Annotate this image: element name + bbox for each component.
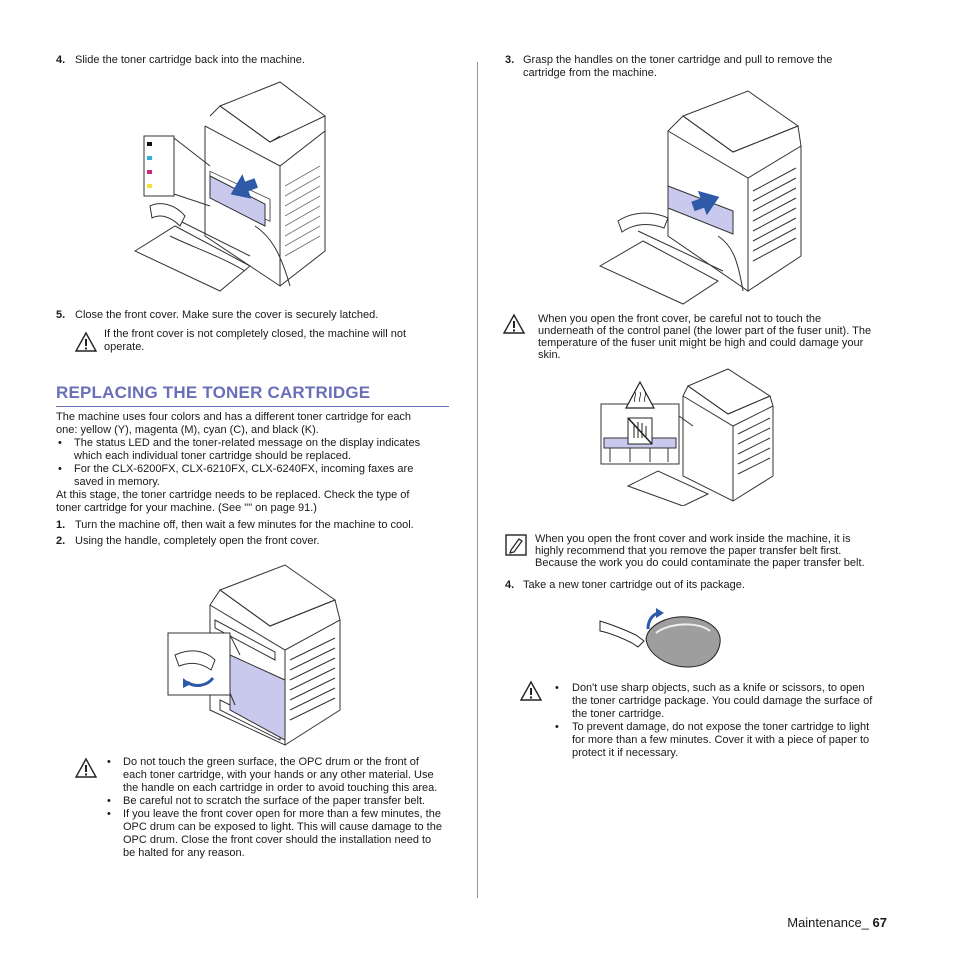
step-text: cartridge from the machine. [523, 67, 657, 79]
caution-icon [75, 757, 97, 778]
body-text: toner cartridge for your machine. (See "… [56, 502, 317, 514]
bullet-text: The status LED and the toner-related mes… [74, 437, 421, 449]
body-text: At this stage, the toner cartridge needs… [56, 489, 410, 501]
page-number: 67 [872, 915, 887, 930]
bullet: • [555, 721, 559, 733]
caution-text: the toner cartridge package. You could d… [572, 695, 873, 707]
bullet: • [107, 795, 111, 807]
bullet: • [107, 808, 111, 820]
caution-text: underneath of the control panel (the low… [538, 325, 872, 337]
bullet: • [555, 682, 559, 694]
caution-text: If the front cover is not completely clo… [104, 328, 407, 340]
caution-icon [503, 313, 525, 334]
caution-icon [75, 331, 97, 352]
caution-text: OPC drum can be exposed to light. This w… [123, 821, 442, 833]
step-text: Turn the machine off, then wait a few mi… [75, 519, 414, 531]
caution-text: Be careful not to scratch the surface of… [123, 795, 426, 807]
insert-cartridge-illustration [133, 81, 326, 292]
bullet: • [107, 756, 111, 768]
bullet: • [58, 463, 62, 475]
step-number: 3. [505, 54, 515, 66]
intro-text: one: yellow (Y), magenta (M), cyan (C), … [56, 424, 319, 436]
section-heading: REPLACING THE TONER CARTRIDGE [56, 383, 371, 402]
heading-rule [56, 406, 449, 407]
caution-text: for more than a few minutes. Cover it wi… [572, 734, 870, 746]
caution-text: the toner cartridge. [572, 708, 665, 720]
note-text: highly recommend that you remove the pap… [535, 545, 842, 557]
caution-text: Don't use sharp objects, such as a knife… [572, 682, 865, 694]
step-text: Grasp the handles on the toner cartridge… [523, 54, 833, 66]
step-number: 5. [56, 309, 66, 321]
caution-text: When you open the front cover, be carefu… [538, 313, 822, 325]
step-number: 1. [56, 519, 66, 531]
open-cover-illustration [167, 564, 341, 746]
caution-text: To prevent damage, do not expose the ton… [572, 721, 870, 733]
caution-text: operate. [104, 341, 145, 353]
caution-text: temperature of the fuser unit might be h… [538, 337, 864, 349]
caution-text: each toner cartridge, with your hands or… [123, 769, 434, 781]
column-divider [477, 62, 478, 898]
step-text: Take a new toner cartridge out of its pa… [523, 579, 745, 591]
bullet-text: which each individual toner cartridge sh… [74, 450, 352, 462]
step-number: 4. [505, 579, 515, 591]
caution-text: skin. [538, 349, 561, 361]
caution-text: the handle on each cartridge in order to… [123, 782, 438, 794]
caution-text: OPC drum. Close the front cover should t… [123, 834, 432, 846]
page-footer: Maintenance_ 67 [787, 915, 887, 930]
bullet-text: For the CLX-6200FX, CLX-6210FX, CLX-6240… [74, 463, 414, 475]
intro-text: The machine uses four colors and has a d… [56, 411, 412, 423]
caution-text: Do not touch the green surface, the OPC … [123, 756, 419, 768]
step-text: Using the handle, completely open the fr… [75, 535, 320, 547]
bullet: • [58, 437, 62, 449]
caution-text: protect it if necessary. [572, 747, 679, 759]
step-text: Close the front cover. Make sure the cov… [75, 309, 379, 321]
step-number: 4. [56, 54, 66, 66]
note-text: Because the work you do could contaminat… [535, 557, 865, 569]
step-number: 2. [56, 535, 66, 547]
caution-text: be halted for any reason. [123, 847, 245, 859]
note-icon [505, 534, 527, 556]
caution-text: If you leave the front cover open for mo… [123, 808, 441, 820]
fuser-warning-illustration [600, 368, 774, 506]
caution-icon [520, 680, 542, 701]
note-text: When you open the front cover and work i… [535, 533, 851, 545]
remove-cartridge-illustration [598, 90, 802, 305]
step-text: Slide the toner cartridge back into the … [75, 54, 305, 66]
toner-package-illustration [599, 608, 721, 668]
bullet-text: saved in memory. [74, 476, 160, 488]
footer-section: Maintenance_ [787, 915, 869, 930]
